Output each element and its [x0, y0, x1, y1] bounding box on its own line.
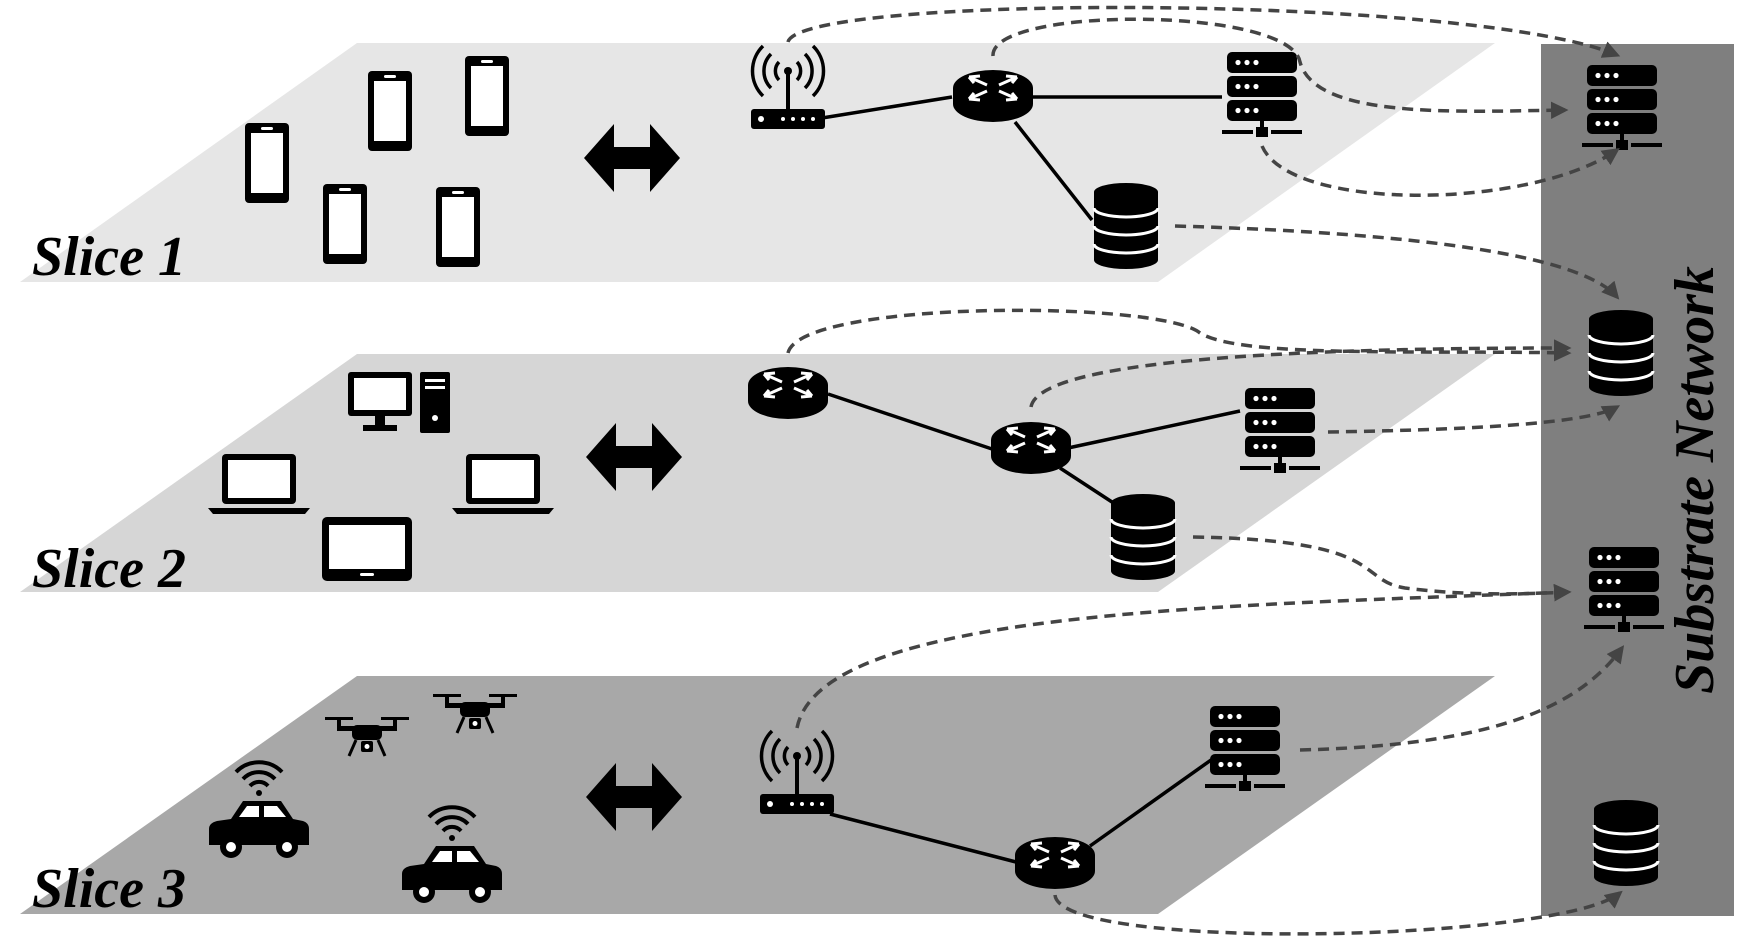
slice-1-label: Slice 1	[32, 226, 186, 288]
tablet-icon	[322, 517, 412, 581]
mapping-arrow	[991, 17, 1569, 119]
phone-icon	[323, 184, 367, 264]
network-link	[829, 812, 1017, 864]
slice-3-plane	[20, 676, 1495, 914]
router-icon	[951, 68, 1035, 124]
mapping-arrow	[1299, 645, 1625, 752]
network-link	[1067, 409, 1241, 450]
network-link	[1059, 466, 1113, 504]
mapping-arrow	[1327, 405, 1621, 434]
slice-2-label: Slice 2	[32, 538, 186, 600]
network-link	[821, 95, 953, 120]
network-link	[1013, 120, 1094, 222]
mapping-arrow	[786, 5, 1621, 58]
database-icon	[1109, 492, 1177, 582]
substrate-database-icon	[1592, 798, 1660, 888]
slice-3-label: Slice 3	[32, 858, 186, 920]
substrate-database-icon	[1587, 308, 1655, 398]
database-icon	[1092, 181, 1160, 271]
substrate-network-label: Substrate Network	[1664, 266, 1726, 694]
mapping-arrow	[786, 308, 1572, 362]
phone-icon	[436, 187, 480, 267]
router-icon	[746, 365, 830, 421]
mapping-arrow	[1174, 224, 1620, 300]
phone-icon	[465, 56, 509, 136]
mapping-arrow	[1053, 890, 1623, 936]
network-link	[1088, 758, 1213, 848]
mapping-arrow	[1029, 339, 1572, 408]
network-link	[827, 392, 993, 451]
mapping-arrow	[795, 583, 1572, 729]
substrate-network-bar	[1541, 44, 1734, 916]
phone-icon	[368, 71, 412, 151]
router-icon	[1013, 835, 1097, 891]
router-icon	[989, 420, 1073, 476]
mapping-arrow	[1260, 145, 1620, 197]
mapping-arrow	[1192, 535, 1572, 602]
phone-icon	[245, 123, 289, 203]
